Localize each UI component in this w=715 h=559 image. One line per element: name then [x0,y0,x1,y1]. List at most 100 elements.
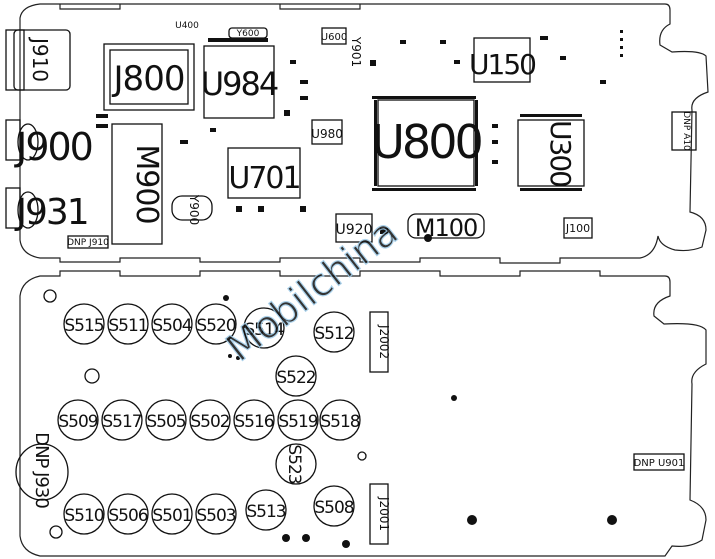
switch-s514 [243,307,285,349]
m900-outline [111,123,163,245]
u150-outline [473,37,531,83]
u600-outline [321,27,347,45]
switch-s519 [277,399,319,441]
switch-label: S511 [108,316,147,336]
switch-s504 [151,303,193,345]
j800-outline [103,43,195,111]
j100-outline [563,217,593,239]
dnp-a10-box [671,111,697,151]
switch-s502 [189,399,231,441]
switch-label: S508 [314,498,353,518]
switch-s503 [195,493,237,535]
switch-s515 [63,303,105,345]
switch-s508 [313,485,355,527]
switch-s522 [275,355,317,397]
j900-label: J900 [14,125,92,169]
u300-outline [517,119,585,187]
switch-s516 [233,399,275,441]
dnp-u901-label: DNP U901 [634,458,685,469]
j800-inner [109,49,189,105]
switch-label: S520 [196,316,235,336]
j900-ring [17,123,39,161]
switch-s501 [151,493,193,535]
dnp-j910-box [67,235,109,249]
top-board-outline [19,3,709,264]
dnp-j930-ring [15,443,69,501]
top-board-tabs [59,4,361,10]
switch-s511 [107,303,149,345]
u980-outline [311,119,343,145]
switch-label: S514 [244,320,283,340]
switch-s518 [319,399,361,441]
switch-s523 [275,443,317,485]
j2002-outline [369,311,389,373]
switch-label: S503 [196,506,235,526]
switch-label: S519 [278,412,317,432]
u600-label: U600 [321,32,347,43]
switch-label: S516 [234,412,273,432]
switch-label: S505 [146,412,185,432]
switch-label: S517 [102,412,141,432]
switch-s509 [57,399,99,441]
dnp-j910-label: DNP J910 [67,238,109,248]
u980-label: U980 [311,127,343,141]
switch-s506 [107,493,149,535]
switch-s513 [245,489,287,531]
u984-label: U984 [201,65,278,103]
j2001-label: J2001 [377,496,391,531]
switch-label: S502 [190,412,229,432]
switch-label: S515 [64,316,103,336]
switch-label: S501 [152,506,191,526]
u984-outline [203,45,275,119]
dnp-a10-label: DNP A10 [681,111,691,151]
y600-label: Y600 [236,29,260,39]
bottom-board: DNP J930 DNP U901 J2002 J2001 S515 S511 … [15,270,707,557]
switch-s520 [195,303,237,345]
j800-label: J800 [112,59,185,99]
switch-label: S506 [108,506,147,526]
u701-label: U701 [228,161,299,196]
m900-label: M900 [129,144,164,223]
top-smd-pads [96,30,623,242]
switch-label: S510 [64,506,103,526]
j910-label: J910 [28,36,52,82]
u701-outline [227,147,301,199]
switch-label: S523 [284,444,304,483]
u920-label: U920 [336,222,373,238]
usb-connector-shell [5,29,25,91]
j910-footprint [13,29,71,91]
switch-label: S509 [58,412,97,432]
switch-label: S518 [320,412,359,432]
u800-label: U800 [371,115,481,169]
u800-outline [377,99,475,187]
dnp-j930-label: DNP J930 [31,432,52,508]
switch-s517 [101,399,143,441]
y900-label: Y900 [187,194,201,225]
j931-shell [5,187,21,229]
switch-label: S522 [276,368,315,388]
switch-s510 [63,493,105,535]
switch-label: S504 [152,316,191,336]
bottom-holes [43,289,617,548]
switch-s512 [313,311,355,353]
y901-label: Y901 [349,36,363,67]
j100-label: J100 [565,222,590,235]
u300-label: U300 [544,120,577,186]
dnp-u901-box [633,453,685,471]
m100-outline [407,213,485,239]
j2002-label: J2002 [377,324,391,359]
switch-label: S513 [246,502,285,522]
j931-label: J931 [14,192,87,233]
j2001-outline [369,483,389,545]
u400-label: U400 [175,21,199,31]
bottom-board-outline [19,270,707,557]
j900-shell [5,119,21,161]
top-board: J910 J900 J931 DNP J910 J800 M900 U984 U… [5,3,709,264]
y900-outline [171,195,213,221]
u920-outline [335,213,373,243]
switch-label: S512 [314,324,353,344]
j931-ring [17,191,39,229]
u150-label: U150 [469,48,535,81]
switch-s505 [145,399,187,441]
